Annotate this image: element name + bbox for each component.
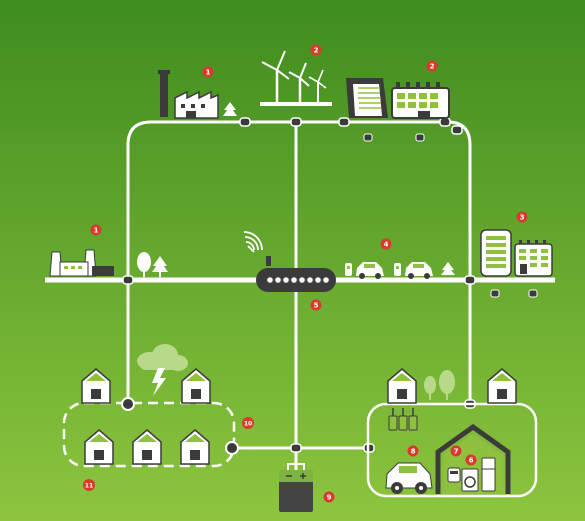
microgrid-boundary xyxy=(62,401,236,468)
charging-station-icon xyxy=(345,263,401,276)
badge-7-home: 7 xyxy=(450,445,462,457)
industrial-plant-icon xyxy=(49,249,114,277)
node xyxy=(239,117,251,127)
house-icon xyxy=(387,368,417,404)
node xyxy=(290,117,302,127)
house-icon xyxy=(180,429,210,465)
house-icon xyxy=(132,429,162,465)
office-building-icon xyxy=(346,78,388,118)
microgrid-node xyxy=(225,441,239,455)
badge-10-microgrid: 10 xyxy=(242,417,254,429)
house-icon xyxy=(487,368,517,404)
washing-machine-icon xyxy=(461,468,479,492)
badge-label: 3 xyxy=(520,214,525,222)
badge-9-battery: 9 xyxy=(323,491,335,503)
electric-car-icon xyxy=(405,262,433,279)
tree-icon xyxy=(223,102,237,116)
badge-6-appliances: 6 xyxy=(465,454,477,466)
electric-car-icon xyxy=(356,262,384,279)
refrigerator-icon xyxy=(481,457,496,492)
house-icon xyxy=(81,368,111,404)
badge-2-factory: 2 xyxy=(426,60,438,72)
line-nodes xyxy=(122,117,476,453)
badge-label: 2 xyxy=(430,63,435,71)
badge-11-community: 11 xyxy=(83,479,95,491)
badge-8-ev: 8 xyxy=(407,445,419,457)
tree-icon xyxy=(441,262,455,275)
badge-label: 10 xyxy=(244,421,252,428)
node xyxy=(464,275,476,285)
node xyxy=(439,117,451,127)
factory-icon xyxy=(391,82,450,119)
wifi-signal-icon xyxy=(243,231,271,266)
smart-meter-icon xyxy=(447,467,461,483)
badge-label: 2 xyxy=(314,47,319,55)
node xyxy=(451,125,463,135)
node xyxy=(338,117,350,127)
microgrid-node xyxy=(121,397,135,411)
badge-label: 4 xyxy=(384,241,389,249)
badge-label: 5 xyxy=(314,302,319,310)
tree-icon xyxy=(424,370,455,400)
badge-label: 7 xyxy=(454,448,459,456)
storm-cloud-icon xyxy=(137,344,188,371)
lightning-icon xyxy=(152,368,166,396)
badge-4-cars: 4 xyxy=(380,238,392,250)
tree-icon xyxy=(152,256,168,277)
smart-meter-hub-icon xyxy=(256,268,336,292)
battery-icon xyxy=(279,463,313,512)
badge-label: 9 xyxy=(327,494,332,502)
badge-1-plant: 1 xyxy=(90,224,102,236)
house-icon xyxy=(181,368,211,404)
wind-turbine-icon xyxy=(260,50,332,106)
badge-label: 1 xyxy=(94,227,99,235)
solar-panel-icon xyxy=(388,408,418,431)
house-icon xyxy=(84,429,114,465)
badge-5-hub: 5 xyxy=(310,299,322,311)
smart-home-boundary xyxy=(366,402,538,498)
badge-2-wind: 2 xyxy=(310,44,322,56)
tree-icon xyxy=(137,252,151,277)
badge-label: 8 xyxy=(411,448,416,456)
badge-label: 6 xyxy=(469,457,474,465)
apartment-building-icon xyxy=(480,229,512,277)
badge-1-coal: 1 xyxy=(202,66,214,78)
electric-car-icon xyxy=(385,462,433,494)
badge-label: 11 xyxy=(85,483,93,490)
badge-3-buildings: 3 xyxy=(516,211,528,223)
badge-label: 1 xyxy=(206,69,211,77)
node xyxy=(122,275,134,285)
apartment-building-icon xyxy=(514,240,553,277)
node xyxy=(290,443,302,453)
coal-power-plant-icon xyxy=(158,70,219,119)
meter-tags xyxy=(363,133,538,298)
